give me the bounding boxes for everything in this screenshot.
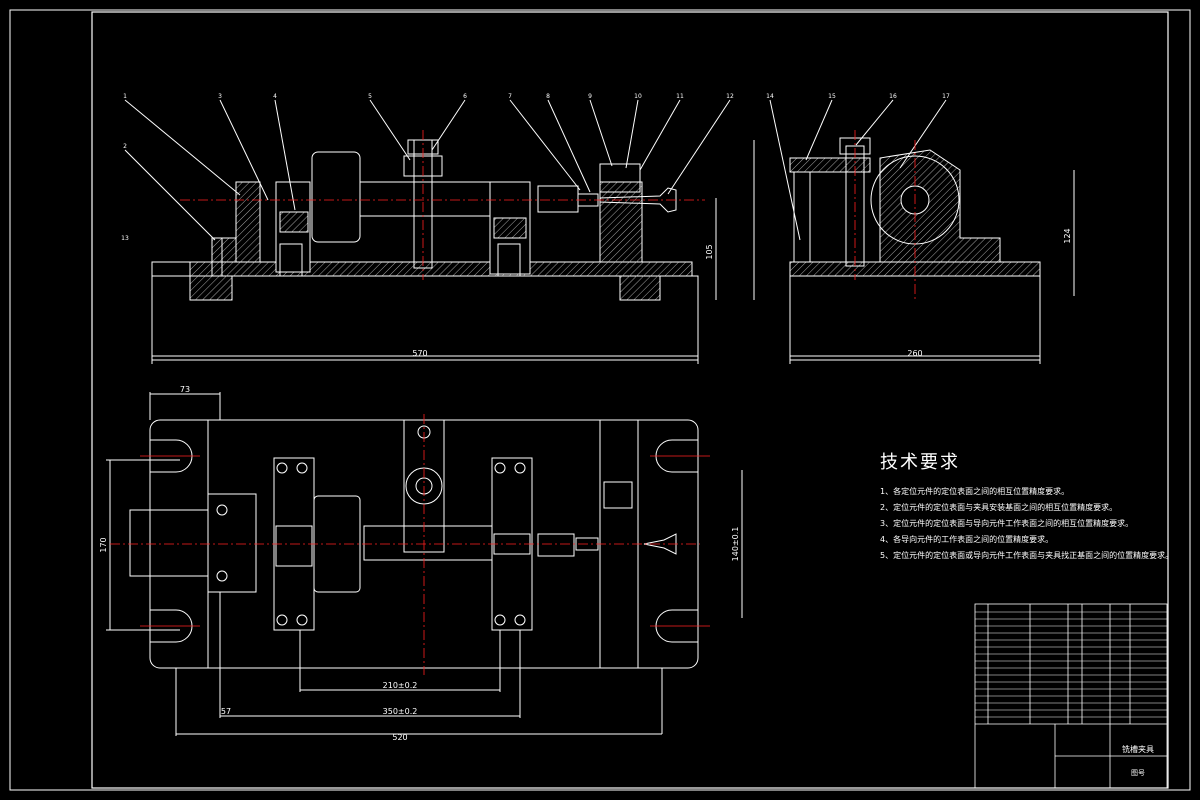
tech-requirement-3: 3、定位元件的定位表面与导向元件工作表面之间的相互位置精度要求。 bbox=[880, 519, 1134, 528]
part-balloon: 2 bbox=[123, 143, 127, 150]
tech-requirement-4: 4、各导向元件的工作表面之间的位置精度要求。 bbox=[880, 535, 1054, 544]
dim-top-right-depth: 140±0.1 bbox=[731, 527, 740, 562]
dim-top-depth: 170 bbox=[99, 537, 108, 552]
drawing-number: 图号 bbox=[1131, 769, 1145, 777]
dim-side-overall: 260 bbox=[907, 349, 922, 358]
tech-requirement-5: 5、定位元件的定位表面或导向元件工作表面与夹具找正基面之间的位置精度要求。 bbox=[880, 551, 1174, 560]
left-support bbox=[235, 181, 261, 263]
shaft bbox=[359, 181, 491, 217]
outer-frame bbox=[9, 9, 1191, 791]
dim-side-height: 124 bbox=[1063, 228, 1072, 243]
part-balloon: 11 bbox=[676, 93, 684, 100]
front-base bbox=[151, 275, 699, 357]
dim-top-center-1: 210±0.2 bbox=[383, 681, 418, 690]
side-view bbox=[753, 99, 1075, 364]
roller bbox=[311, 151, 361, 243]
tech-requirements: 技术要求 1、各定位元件的定位表面之间的相互位置精度要求。 2、定位元件的定位表… bbox=[880, 448, 1173, 564]
dim-top-left: 73 bbox=[180, 385, 190, 394]
drawing-name: 铣槽夹具 bbox=[1122, 744, 1154, 754]
part-balloon: 5 bbox=[368, 93, 372, 100]
part-balloon: 13 bbox=[121, 235, 129, 242]
part-balloon: 17 bbox=[942, 93, 950, 100]
part-balloon: 15 bbox=[828, 93, 836, 100]
hand-knob bbox=[599, 187, 677, 213]
dim-front-height: 105 bbox=[705, 244, 714, 259]
part-balloon: 4 bbox=[273, 93, 277, 100]
dim-top-overall: 520 bbox=[392, 733, 407, 742]
right-pin bbox=[537, 185, 579, 213]
part-balloon: 9 bbox=[588, 93, 592, 100]
dim-top-offset: 57 bbox=[221, 707, 231, 716]
part-balloon: 10 bbox=[634, 93, 642, 100]
top-fixture bbox=[599, 163, 641, 193]
part-balloon: 1 bbox=[123, 93, 127, 100]
part-balloon: 12 bbox=[726, 93, 734, 100]
part-balloon: 14 bbox=[766, 93, 774, 100]
part-balloon: 7 bbox=[508, 93, 512, 100]
dim-front-overall: 570 bbox=[412, 349, 427, 358]
inner-frame bbox=[91, 11, 1169, 789]
part-balloon: 6 bbox=[463, 93, 467, 100]
front-view bbox=[124, 99, 731, 364]
tech-requirement-2: 2、定位元件的定位表面与夹具安装基面之间的相互位置精度要求。 bbox=[880, 503, 1118, 512]
tech-requirement-1: 1、各定位元件的定位表面之间的相互位置精度要求。 bbox=[880, 487, 1070, 496]
part-balloon: 16 bbox=[889, 93, 897, 100]
dim-top-center-2: 350±0.2 bbox=[383, 707, 418, 716]
part-balloon: 3 bbox=[218, 93, 222, 100]
part-balloon: 8 bbox=[546, 93, 550, 100]
tech-requirements-title: 技术要求 bbox=[880, 452, 960, 473]
